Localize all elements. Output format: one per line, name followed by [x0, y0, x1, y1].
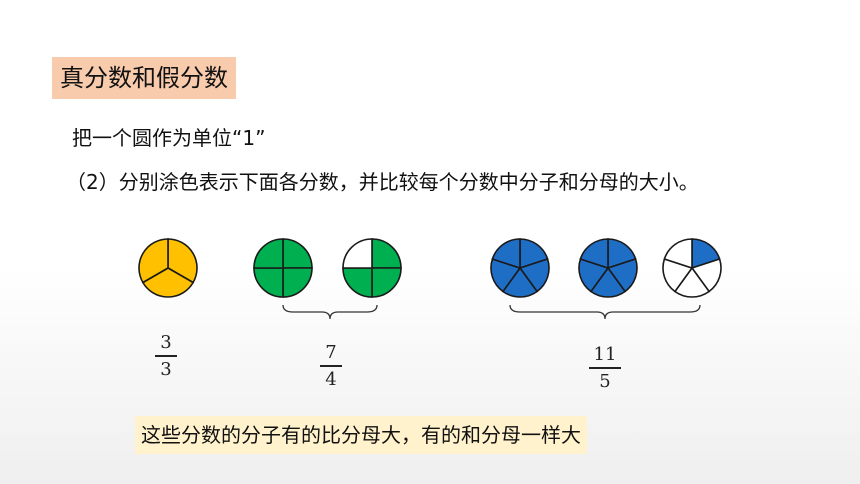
filled-sector: [282, 267, 313, 298]
filled-sector: [342, 267, 373, 298]
filled-sector: [491, 238, 521, 270]
fraction-bar: [589, 367, 621, 369]
filled-sector: [579, 238, 609, 270]
empty-sector: [342, 238, 373, 269]
fraction-bar: [155, 355, 177, 357]
filled-sector: [282, 238, 313, 269]
filled-sector: [253, 238, 284, 269]
filled-sector: [138, 238, 169, 284]
filled-sector: [371, 238, 402, 269]
fraction-numerator: 3: [160, 332, 172, 353]
fraction-11-5: 11 5: [589, 344, 621, 393]
fraction-3-3: 3 3: [155, 332, 177, 381]
conclusion-note: 这些分数的分子有的比分母大，有的和分母一样大: [135, 416, 587, 454]
fraction-numerator: 7: [325, 342, 337, 363]
group-brace: [282, 304, 378, 320]
empty-sector: [663, 238, 693, 270]
filled-sector: [253, 267, 284, 298]
fraction-denominator: 5: [599, 370, 611, 392]
filled-sector: [371, 267, 402, 298]
fraction-numerator: 11: [593, 344, 617, 365]
section-title: 真分数和假分数: [52, 57, 236, 99]
instruction-unit: 把一个圆作为单位“1”: [72, 126, 266, 150]
fraction-denominator: 3: [160, 358, 172, 380]
instruction-task: （2）分别涂色表示下面各分数，并比较每个分数中分子和分母的大小。: [66, 170, 699, 194]
fraction-denominator: 4: [325, 368, 337, 390]
fraction-bar: [320, 365, 342, 367]
fraction-7-4: 7 4: [320, 342, 342, 391]
group-brace: [509, 304, 701, 320]
